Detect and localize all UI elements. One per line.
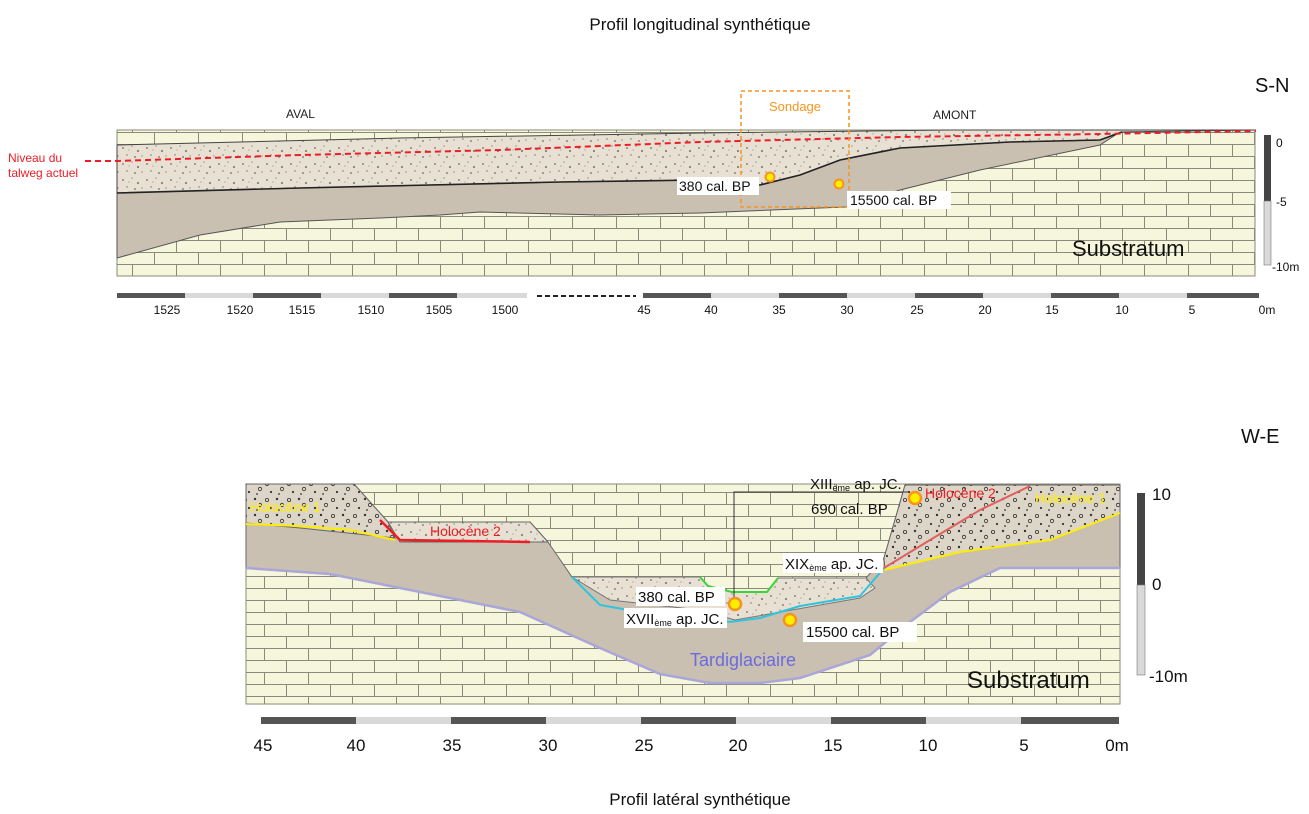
bottom-substratum-label: Substratum (967, 667, 1090, 694)
bottom-scale-15: 15 (824, 736, 843, 755)
top-scale-1520: 1520 (227, 303, 254, 317)
bottom-scale-35: 35 (443, 736, 462, 755)
holocene2-left-label: Holocène 2 (430, 523, 501, 539)
date-label-690: 690 cal. BP (811, 501, 888, 518)
xiii-label: XIIIème ap. JC. (810, 476, 902, 493)
top-depth-scale: 0 -5 -10m (1263, 135, 1299, 274)
top-date-marker-15500 (833, 178, 845, 190)
top-distance-scale: 1525 1520 1515 1510 1505 1500 45 40 35 3… (117, 293, 1275, 317)
xix-label: XIXème ap. JC. (785, 556, 878, 573)
amont-label: AMONT (933, 108, 977, 122)
aval-label: AVAL (286, 107, 315, 121)
bottom-distance-scale: 45 40 35 30 25 20 15 10 5 0m (254, 717, 1129, 755)
top-scale-30: 30 (840, 303, 854, 317)
sondage-label: Sondage (769, 99, 821, 114)
holocene1-right-line (883, 512, 1121, 571)
top-orientation-label: S-N (1255, 75, 1289, 97)
top-scale-1505: 1505 (426, 303, 453, 317)
top-gravel-base-line (116, 131, 1123, 194)
bottom-tardiglaciaire-boundary (245, 566, 1120, 685)
top-depth-tick-0: 0 (1276, 136, 1283, 150)
talweg-label-line1: Niveau du (8, 151, 62, 165)
bottom-depth-tick-minus10: -10m (1149, 667, 1188, 686)
valley-green-surface (699, 576, 779, 593)
bottom-scale-10: 10 (919, 736, 938, 755)
top-scale-5: 5 (1189, 303, 1196, 317)
top-date-label-380: 380 cal. BP (679, 178, 751, 194)
bottom-scale-25: 25 (635, 736, 654, 755)
bottom-depth-scale: 10 0 -10m (1136, 485, 1188, 686)
talweg-line (85, 130, 1257, 162)
holocene2-left-line (379, 519, 531, 544)
top-scale-25: 25 (910, 303, 924, 317)
holocene1-right-label: Holocène 1 (1035, 490, 1106, 506)
top-date-marker-380 (764, 171, 776, 183)
bottom-depth-tick-10: 10 (1152, 485, 1171, 504)
holocene1-left-line (245, 523, 396, 541)
date-marker-15500 (782, 612, 798, 628)
bottom-scale-40: 40 (347, 736, 366, 755)
top-scale-1525: 1525 (154, 303, 181, 317)
bottom-scale-30: 30 (539, 736, 558, 755)
leader-line (733, 491, 910, 604)
date-label-15500: 15500 cal. BP (806, 624, 899, 641)
top-scale-0m: 0m (1259, 303, 1276, 317)
top-scale-10: 10 (1115, 303, 1129, 317)
date-marker-380 (727, 596, 743, 612)
label-bg-15500 (803, 622, 917, 642)
bottom-scale-45: 45 (254, 736, 273, 755)
top-scale-1500: 1500 (492, 303, 519, 317)
top-date-label-bg (677, 177, 759, 195)
top-scale-15: 15 (1045, 303, 1059, 317)
valley-cyan-boundary (571, 567, 885, 624)
top-date-label-bg-2 (847, 191, 951, 209)
top-profile-title: Profil longitudinal synthétique (589, 15, 810, 34)
label-bg-380 (636, 587, 725, 606)
holocene2-right-line (883, 485, 1031, 569)
date-label-380: 380 cal. BP (638, 589, 715, 606)
top-scale-45: 45 (637, 303, 651, 317)
date-marker-690 (907, 490, 923, 506)
top-scale-1510: 1510 (358, 303, 385, 317)
bottom-scale-20: 20 (729, 736, 748, 755)
top-cross-section (116, 129, 1257, 277)
bottom-profile-title: Profil latéral synthétique (609, 790, 790, 809)
holocene1-left-label: Holocène 1 (250, 499, 321, 515)
top-scale-1515: 1515 (289, 303, 316, 317)
label-bg-xix (783, 553, 883, 573)
top-scale-20: 20 (978, 303, 992, 317)
bottom-orientation-label: W-E (1241, 426, 1280, 448)
label-bg-xvii (624, 608, 727, 628)
bottom-scale-0m: 0m (1105, 736, 1129, 755)
top-depth-tick-5: -5 (1276, 195, 1287, 209)
bottom-scale-5: 5 (1019, 736, 1028, 755)
talweg-label-line2: talweg actuel (8, 166, 78, 180)
tardiglaciaire-label: Tardiglaciaire (690, 650, 796, 670)
bottom-depth-tick-0: 0 (1152, 575, 1161, 594)
top-date-label-15500: 15500 cal. BP (850, 192, 937, 208)
xvii-label: XVIIème ap. JC. (626, 611, 724, 628)
top-scale-40: 40 (704, 303, 718, 317)
top-depth-tick-10: -10m (1272, 260, 1299, 274)
top-substratum-label: Substratum (1072, 236, 1185, 261)
holocene2-right-label: Holocène 2 (925, 485, 996, 501)
top-scale-35: 35 (772, 303, 786, 317)
